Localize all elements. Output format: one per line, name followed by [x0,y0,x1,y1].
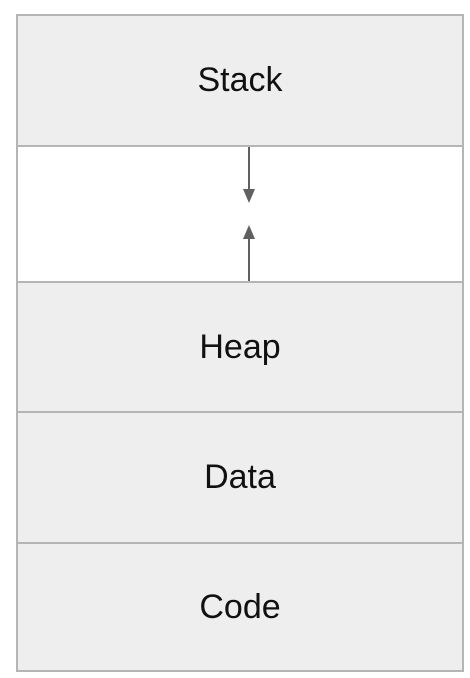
code-label: Code [199,587,281,626]
stack-label: Stack [197,61,283,99]
data-segment: Data [18,413,462,542]
data-label: Data [204,458,276,496]
heap-label: Heap [199,327,281,366]
stack-segment: Stack [18,16,462,145]
free-space-segment [18,147,462,281]
code-segment: Code [18,544,462,670]
divider-data-code [18,542,462,544]
divider-gap-heap [18,281,462,283]
heap-growth-arrowhead [243,225,255,239]
divider-heap-data [18,411,462,413]
divider-stack-gap [18,145,462,147]
stack-growth-arrowhead [243,189,255,203]
heap-segment: Heap [18,283,462,411]
growth-arrows [243,147,255,281]
memory-layout-diagram: Stack Heap Data Code [16,14,464,672]
